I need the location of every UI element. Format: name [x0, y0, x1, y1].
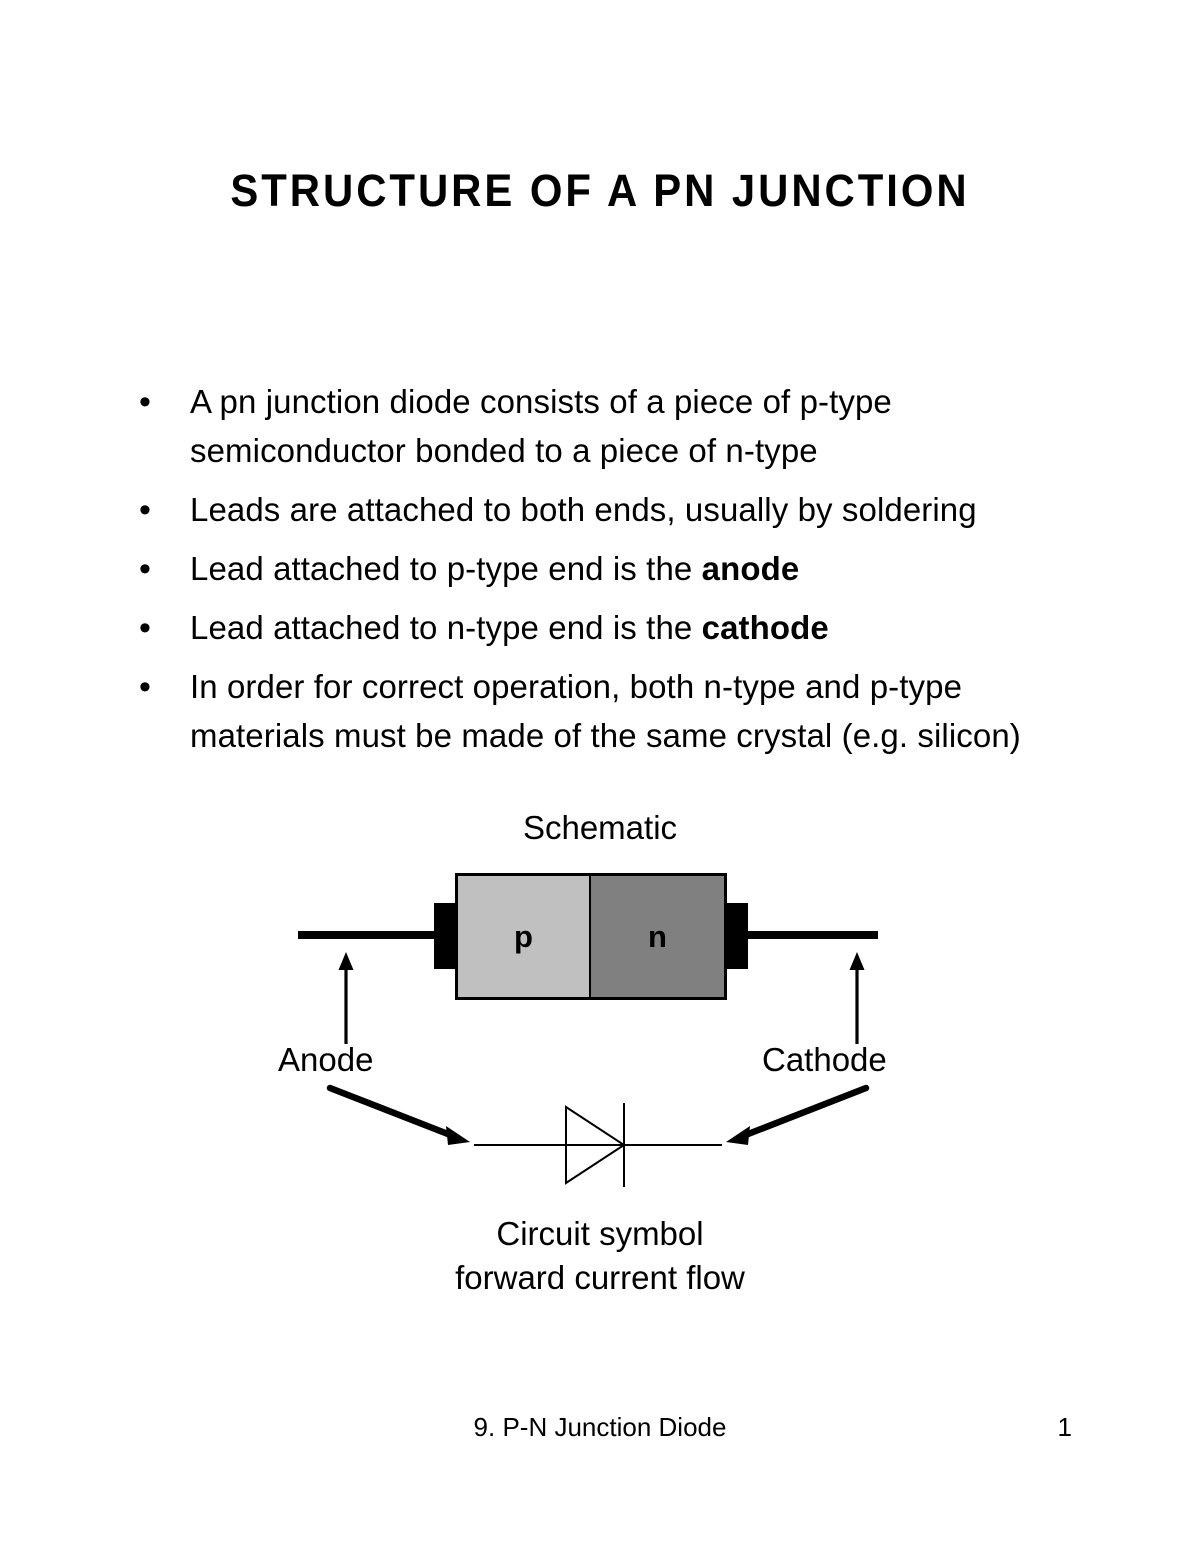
p-type-region: p [458, 876, 591, 997]
anode-to-symbol-arrow-icon [326, 1084, 470, 1145]
footer: 9. P-N Junction Diode 1 [0, 1410, 1200, 1450]
circuit-symbol-caption: Circuit symbol forward current flow [0, 1212, 1200, 1300]
list-item: • Leads are attached to both ends, usual… [133, 486, 1073, 535]
cathode-to-symbol-arrow-icon [726, 1084, 870, 1145]
bullet-point-icon: • [139, 609, 151, 647]
anode-lead-wire [298, 931, 438, 939]
bullet-point-icon: • [139, 491, 151, 529]
bullet-list: • A pn junction diode consists of a piec… [133, 378, 1073, 771]
page-number: 1 [1057, 1412, 1072, 1442]
anode-label: Anode [278, 1041, 374, 1078]
schematic-label: Schematic [522, 809, 678, 846]
bullet-point-icon: • [139, 383, 151, 421]
circuit-caption-line-2: forward current flow [455, 1259, 745, 1296]
bullet-point-icon: • [139, 668, 151, 706]
cathode-end-cap [726, 903, 748, 969]
list-item: • Lead attached to p-type end is the ano… [133, 545, 1073, 594]
n-type-region: n [591, 876, 724, 997]
cathode-lead-wire [744, 931, 878, 939]
page-title: STRUCTURE OF A PN JUNCTION [230, 165, 970, 216]
list-item: • In order for correct operation, both n… [133, 663, 1073, 761]
list-item-label: Lead attached to p-type end is the anode [190, 551, 800, 588]
list-item-label: A pn junction diode consists of a piece … [190, 384, 892, 470]
n-region-label: n [648, 919, 667, 954]
bullet-point-icon: • [139, 550, 151, 588]
semiconductor-body: p n [455, 873, 727, 1000]
list-item-label: In order for correct operation, both n-t… [190, 669, 1021, 755]
cathode-label: Cathode [762, 1041, 887, 1078]
anode-pointer-arrow-icon [338, 952, 354, 1044]
footer-title: 9. P-N Junction Diode [473, 1412, 727, 1442]
cathode-pointer-arrow-icon [849, 952, 865, 1044]
list-item-label: Leads are attached to both ends, usually… [190, 492, 977, 529]
circuit-caption-line-1: Circuit symbol [496, 1215, 704, 1252]
list-item-label: Lead attached to n-type end is the catho… [190, 610, 829, 647]
list-item: • Lead attached to n-type end is the cat… [133, 604, 1073, 653]
list-item: • A pn junction diode consists of a piec… [133, 378, 1073, 476]
anode-end-cap [434, 903, 456, 969]
p-region-label: p [514, 919, 533, 954]
diode-circuit-symbol [474, 1103, 722, 1187]
